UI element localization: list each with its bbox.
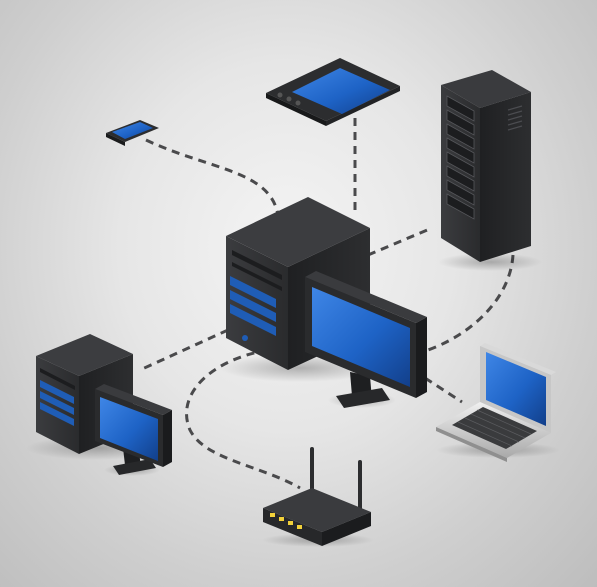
wifi-router-icon	[262, 447, 374, 547]
secondary-monitor-icon	[95, 384, 172, 476]
link-secondary-desktop	[139, 328, 229, 372]
smartphone-icon	[106, 120, 159, 146]
server-rack-icon	[438, 70, 542, 271]
central-monitor-icon	[305, 271, 427, 408]
link-server-rack	[367, 226, 433, 257]
tablet-icon	[266, 58, 400, 126]
link-laptop	[424, 376, 463, 404]
link-smartphone	[145, 138, 280, 216]
laptop-icon	[436, 343, 560, 462]
